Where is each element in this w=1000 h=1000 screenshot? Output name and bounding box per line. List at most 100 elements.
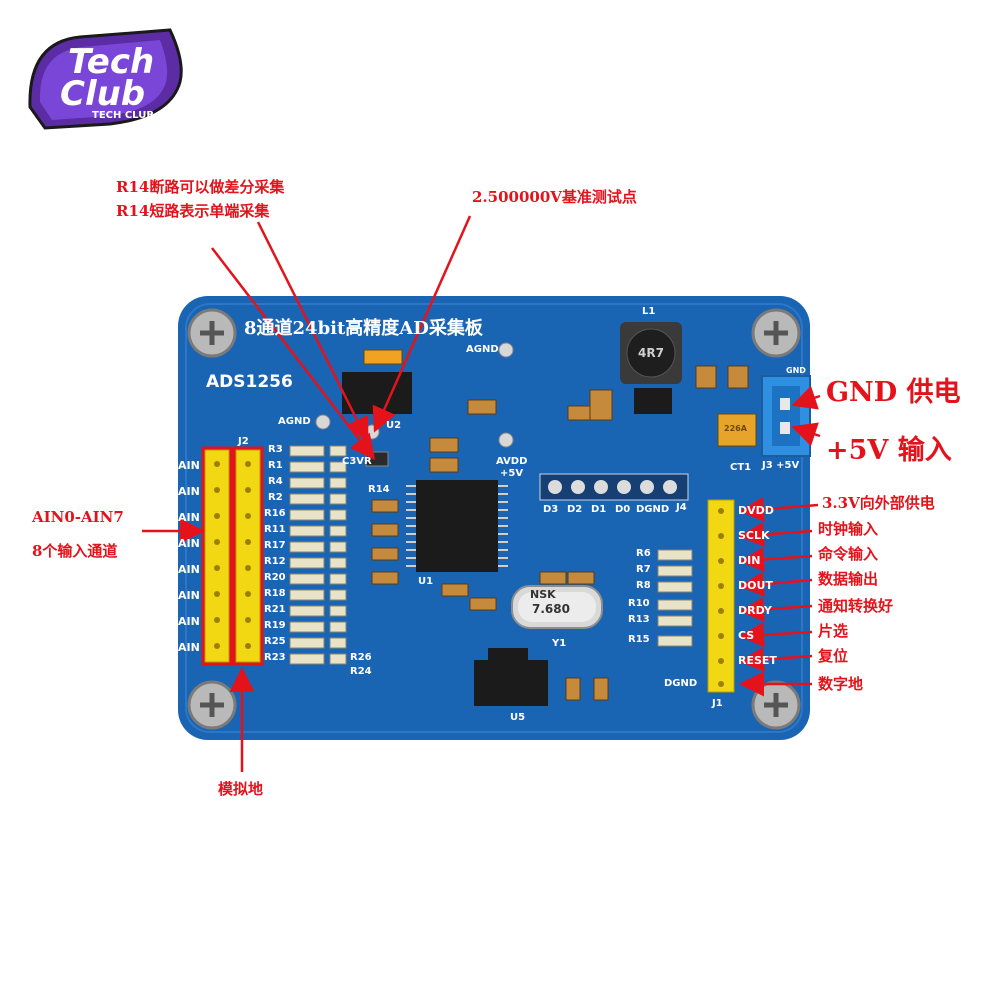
silk-agnd-left: AGND: [278, 416, 311, 427]
resistor-label: R20: [264, 572, 286, 583]
silk-vr: C3VR: [342, 456, 372, 467]
resistor-label: R26: [350, 652, 372, 663]
power-connector-j3: [761, 375, 811, 457]
inductor-marking: 4R7: [638, 346, 664, 360]
screw-top-left: [187, 308, 237, 358]
logo-line2: Club: [60, 74, 146, 114]
pin-label-cs: CS: [738, 629, 755, 642]
annotation-gnd-power: GND 供电: [826, 377, 961, 408]
silk-u1: U1: [418, 576, 434, 587]
silk-u5: U5: [510, 712, 526, 723]
silk-plus5: +5V: [500, 468, 524, 479]
resistor-label: R10: [628, 598, 650, 609]
annotation-ain-channels: 8个输入通道: [32, 542, 118, 560]
regulator-u5: [474, 648, 548, 706]
crystal-freq: 7.680: [532, 602, 570, 616]
annotation-vref: 2.500000V基准测试点: [472, 188, 637, 206]
resistor-label: R13: [628, 614, 650, 625]
pin-label-dout: DOUT: [738, 579, 773, 592]
screw-top-right: [751, 308, 801, 358]
ain-label: AIN: [178, 589, 200, 602]
logo-line1: Tech: [68, 42, 155, 82]
resistor-label: R4: [268, 476, 283, 487]
resistor-label: R16: [264, 508, 286, 519]
ain-label: AIN: [178, 485, 200, 498]
screw-bottom-right: [751, 680, 801, 730]
ain-label: AIN: [178, 563, 200, 576]
pin-header-j1: [707, 499, 735, 693]
chip-u2: [342, 372, 412, 414]
pin-label-drdy: DRDY: [738, 604, 772, 617]
resistor-label: R1: [268, 460, 283, 471]
annotation-drdy: 通知转换好: [818, 597, 894, 615]
silk-r14: R14: [368, 484, 390, 495]
pin-label-reset: RESET: [738, 654, 777, 667]
board-model: ADS1256: [206, 372, 293, 392]
ain-label: AIN: [178, 511, 200, 524]
silk-ct1: CT1: [730, 462, 752, 473]
screw-bottom-left: [187, 680, 237, 730]
annotation-din: 命令输入: [818, 545, 879, 563]
crystal-y1: [511, 585, 603, 629]
ain-label: AIN: [178, 459, 200, 472]
resistor-label: R8: [636, 580, 651, 591]
resistor-label: R7: [636, 564, 651, 575]
resistor-label: R6: [636, 548, 651, 559]
silk-j3: J3 +5V: [762, 460, 800, 471]
silk-agnd-top: AGND: [466, 344, 499, 355]
resistor-label: R3: [268, 444, 283, 455]
annotation-arrows: [142, 215, 821, 772]
silk-dgnd: DGND: [664, 678, 698, 689]
resistor-label: R24: [350, 666, 372, 677]
tantalum-cap-ct1: [717, 413, 757, 447]
silk-j1: J1: [712, 698, 723, 709]
annotation-r14-short: R14短路表示单端采集: [116, 202, 270, 220]
annotation-reset: 复位: [818, 647, 849, 665]
silk-u2: U2: [386, 420, 402, 431]
silk-j4: J4: [676, 502, 687, 513]
ain-label: AIN: [178, 641, 200, 654]
annotation-ain-range: AIN0-AIN7: [32, 508, 124, 526]
silk-y1: Y1: [552, 638, 567, 649]
j4-pin-d3: D3: [543, 504, 559, 515]
ain-label: AIN: [178, 537, 200, 550]
resistor-label: R15: [628, 634, 650, 645]
resistor-label: R25: [264, 636, 286, 647]
annotation-dvdd: 3.3V向外部供电: [822, 494, 935, 512]
j4-pin-d1: D1: [591, 504, 607, 515]
tech-club-logo: Tech Club TECH CLUB: [20, 22, 190, 132]
silk-gnd: GND: [786, 366, 806, 375]
resistor-label: R12: [264, 556, 286, 567]
annotation-dout: 数据输出: [818, 570, 879, 588]
pin-label-sclk: SCLK: [738, 529, 770, 542]
inductor-l1: [620, 322, 682, 384]
j4-pin-dgnd: DGND: [636, 504, 670, 515]
resistor-label: R23: [264, 652, 286, 663]
resistor-label: R11: [264, 524, 286, 535]
annotation-sclk: 时钟输入: [818, 520, 879, 538]
ain-pin-headers: [201, 446, 264, 666]
resistor-label: R18: [264, 588, 286, 599]
resistor-label: R19: [264, 620, 286, 631]
resistor-label: R2: [268, 492, 283, 503]
annotation-cs: 片选: [818, 622, 849, 640]
crystal-brand: NSK: [530, 588, 556, 601]
logo-tagline: TECH CLUB: [92, 110, 154, 121]
j4-pin-d0: D0: [615, 504, 631, 515]
pin-label-din: DIN: [738, 554, 761, 567]
board-title: 8通道24bit高精度AD采集板: [244, 318, 483, 339]
annotation-analog-gnd: 模拟地: [218, 780, 264, 798]
chip-u1-ads1256: [416, 480, 498, 572]
j4-pin-d2: D2: [567, 504, 583, 515]
pin-label-dvdd: DVDD: [738, 504, 774, 517]
silk-j2: J2: [238, 436, 249, 447]
silk-avdd: AVDD: [496, 456, 528, 467]
resistor-label: R17: [264, 540, 286, 551]
silk-l1: L1: [642, 306, 656, 317]
annotation-dgnd: 数字地: [818, 675, 864, 693]
resistor-label: R21: [264, 604, 286, 615]
annotation-r14-open: R14断路可以做差分采集: [116, 178, 285, 196]
header-j4: [539, 473, 689, 501]
annotation-5v-input: +5V 输入: [826, 435, 952, 466]
ain-label: AIN: [178, 615, 200, 628]
